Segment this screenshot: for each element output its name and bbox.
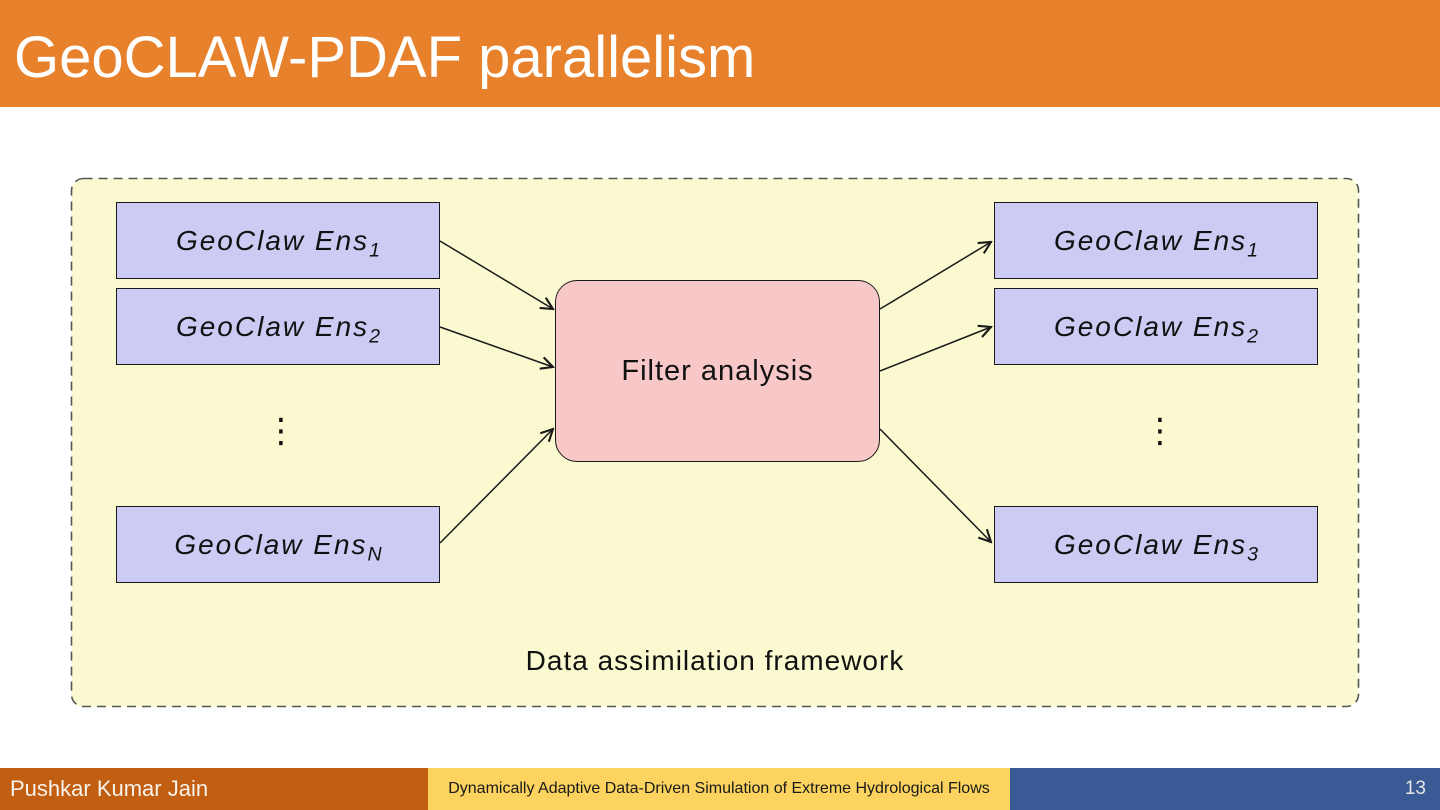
arrow-ensN-to-filter	[439, 429, 553, 544]
arrow-filter-to-ens3	[879, 428, 991, 542]
ens-box-label: GeoClaw Ens1	[175, 224, 381, 262]
framework-caption: Data assimilation framework	[525, 645, 905, 676]
footer-presentation-title: Dynamically Adaptive Data-Driven Simulat…	[428, 768, 1010, 810]
ens-box-label: GeoClaw Ens1	[1053, 224, 1259, 262]
slide-header: GeoCLAW-PDAF parallelism	[0, 0, 1440, 107]
geoclaw-ens-right-3: GeoClaw Ens3	[994, 506, 1318, 583]
slide-footer: Pushkar Kumar Jain Dynamically Adaptive …	[0, 768, 1440, 810]
filter-analysis-label: Filter analysis	[621, 354, 814, 387]
arrow-filter-to-ens2	[879, 327, 991, 372]
ens-box-label: GeoClaw Ens2	[1053, 310, 1259, 348]
data-assimilation-panel: GeoClaw Ens1 GeoClaw Ens2 GeoClaw EnsN F…	[70, 177, 1360, 708]
geoclaw-ens-right-2: GeoClaw Ens2	[994, 288, 1318, 365]
filter-analysis-box: Filter analysis	[555, 280, 880, 462]
vertical-ellipsis-left: ⋮	[264, 411, 298, 451]
footer-page-number: 13	[1010, 768, 1440, 810]
footer-author: Pushkar Kumar Jain	[0, 768, 428, 810]
geoclaw-ens-right-1: GeoClaw Ens1	[994, 202, 1318, 279]
geoclaw-ens-left-2: GeoClaw Ens2	[116, 288, 440, 365]
slide-title: GeoCLAW-PDAF parallelism	[14, 25, 756, 90]
arrow-ens2-to-filter	[439, 326, 553, 367]
ens-box-label: GeoClaw EnsN	[174, 528, 382, 566]
ens-box-label: GeoClaw Ens2	[175, 310, 381, 348]
geoclaw-ens-left-N: GeoClaw EnsN	[116, 506, 440, 583]
arrow-ens1-to-filter	[439, 240, 553, 309]
geoclaw-ens-left-1: GeoClaw Ens1	[116, 202, 440, 279]
vertical-ellipsis-right: ⋮	[1143, 411, 1177, 451]
ens-box-label: GeoClaw Ens3	[1053, 528, 1259, 566]
arrow-filter-to-ens1	[879, 242, 991, 310]
